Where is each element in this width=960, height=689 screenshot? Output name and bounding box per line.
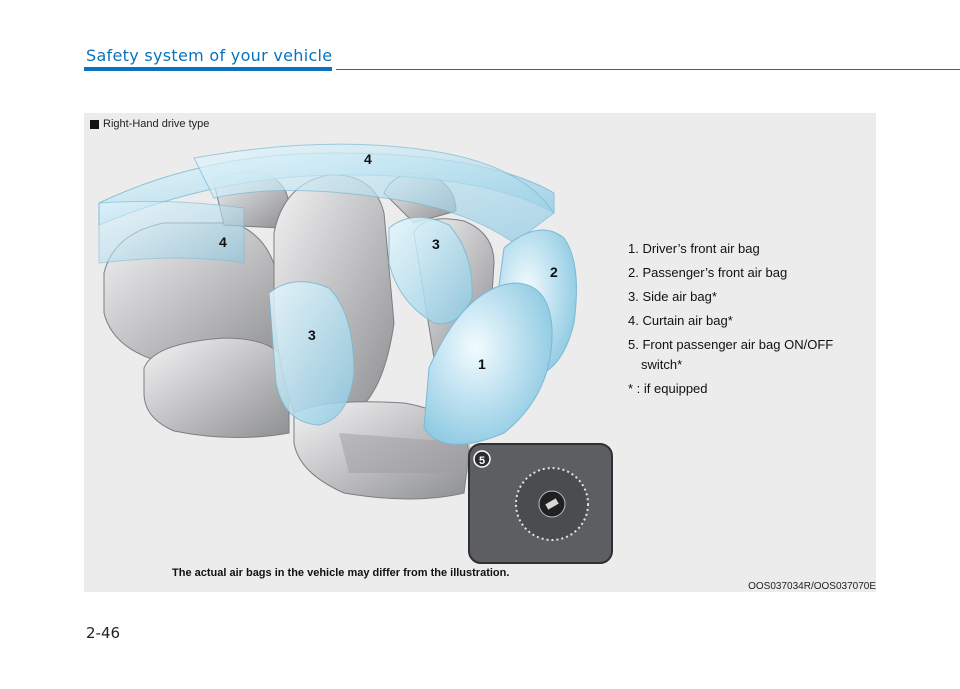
figure-label-text: Right-Hand drive type	[103, 118, 210, 130]
square-bullet-icon	[90, 119, 99, 129]
legend-item-text: 1. Driver’s front air bag	[628, 241, 760, 256]
figure-label: Right-Hand drive type	[90, 118, 209, 130]
callout-3-lower: 3	[308, 327, 316, 343]
front-airbags	[423, 229, 577, 445]
figure-code: OOS037034R/OOS037070E	[748, 581, 876, 592]
legend-item-text: 2. Passenger’s front air bag	[628, 265, 788, 280]
callout-2: 2	[550, 264, 558, 280]
legend-item: 3. Side air bag*	[628, 285, 833, 309]
header-rule-thin	[336, 69, 960, 70]
airbag-figure: 4 4 3 3 2 1 5 Right-Hand drive type 1. D…	[84, 113, 876, 592]
figure-caption: The actual air bags in the vehicle may d…	[172, 567, 510, 579]
legend-item: 4. Curtain air bag*	[628, 309, 833, 333]
callout-5: 5	[479, 455, 485, 467]
legend-item-text: * : if equipped	[628, 381, 708, 396]
callout-4-top: 4	[364, 151, 372, 167]
inset-switch-panel: 5	[468, 443, 613, 564]
airbag-illustration: 4 4 3 3 2 1 5	[98, 143, 613, 564]
legend-item: 2. Passenger’s front air bag	[628, 261, 833, 285]
legend-item-text: 3. Side air bag*	[628, 289, 717, 304]
airbag-legend: 1. Driver’s front air bag 2. Passenger’s…	[628, 237, 833, 401]
section-title: Safety system of your vehicle	[86, 46, 333, 65]
side-airbags	[268, 216, 473, 426]
legend-item: 1. Driver’s front air bag	[628, 237, 833, 261]
callout-1: 1	[478, 356, 486, 372]
callout-3-upper: 3	[432, 236, 440, 252]
legend-item-text: 4. Curtain air bag*	[628, 313, 733, 328]
legend-footnote: * : if equipped	[628, 377, 833, 401]
legend-item-text: 5. Front passenger air bag ON/OFF	[628, 337, 834, 352]
page-number: 2-46	[86, 624, 121, 642]
legend-item-continuation: switch*	[641, 357, 683, 372]
legend-item: 5. Front passenger air bag ON/OFF switch…	[628, 333, 833, 377]
callout-4-side: 4	[219, 234, 227, 250]
curtain-airbag	[98, 143, 555, 264]
header-rule-thick	[84, 67, 332, 71]
